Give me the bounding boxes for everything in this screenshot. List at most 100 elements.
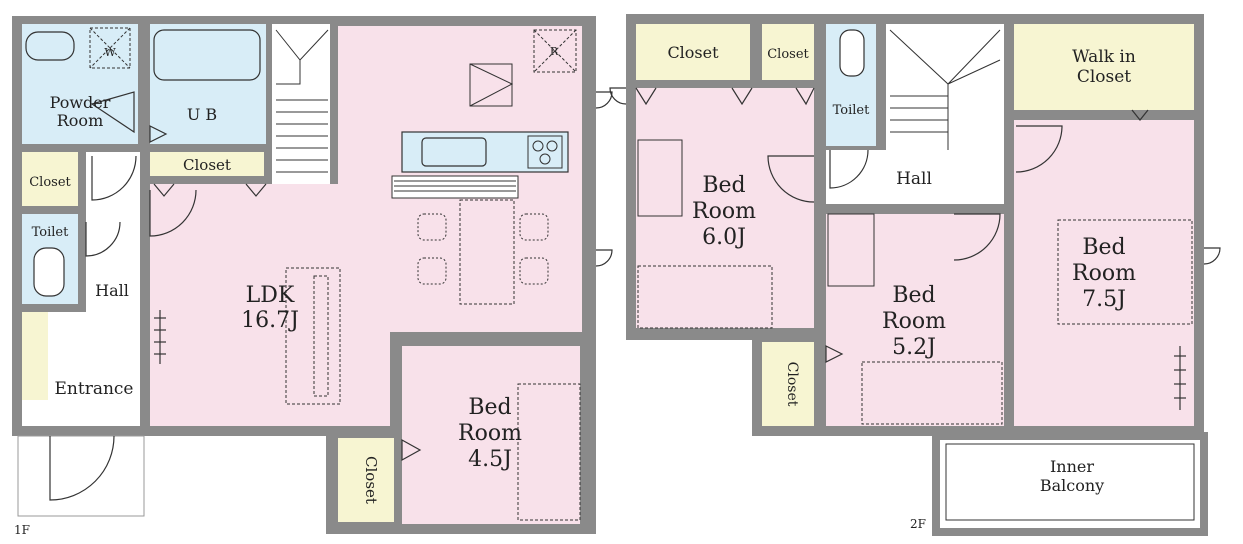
stairs-1f	[275, 29, 329, 173]
label-bedroom-52-3: 5.2J	[892, 335, 936, 360]
ub-door	[90, 91, 135, 134]
door-closet-upper	[153, 183, 267, 197]
dining-chairs	[417, 213, 549, 285]
label-ub: U B	[187, 105, 217, 124]
washbasin	[25, 31, 75, 61]
sink	[421, 137, 487, 167]
door-bedroom	[401, 438, 422, 462]
floor-1f: Powder Room W U B R Closet Closet Toilet…	[12, 16, 613, 537]
ac-unit-75	[1174, 346, 1186, 410]
walkin-area	[1014, 24, 1194, 110]
pantry-shelf	[469, 63, 513, 107]
closet-a-area	[636, 24, 750, 80]
door-bedroom-52	[953, 213, 1001, 261]
label-closet-bottom: Closet	[362, 456, 380, 504]
label-bedroom-75-2: Room	[1072, 261, 1136, 286]
label-balcony: Inner	[1050, 457, 1094, 476]
washer	[89, 27, 131, 69]
label-closet-upper: Closet	[183, 156, 231, 174]
fridge	[533, 29, 577, 73]
dining-table	[459, 199, 515, 305]
bed-75	[1057, 219, 1193, 325]
label-bedroom-60-2: Room	[692, 199, 756, 224]
label-r: R	[550, 45, 559, 58]
counter-bar-stripes	[394, 180, 516, 192]
label-bedroom-45-2: Room	[458, 421, 522, 446]
bedroom-60-area	[636, 88, 814, 328]
bedroom-52-area	[826, 214, 1004, 426]
door-bedroom-60	[767, 155, 815, 203]
window-2f-right	[1203, 247, 1221, 265]
label-walkin-2: Closet	[1077, 67, 1131, 87]
powder-room-area	[22, 24, 138, 144]
label-entrance: Entrance	[55, 379, 134, 399]
label-walkin: Walk in	[1072, 47, 1136, 67]
label-ldk: LDK	[246, 283, 295, 308]
desk-52	[827, 213, 875, 287]
tv-board-inner	[313, 275, 329, 397]
burner-3	[539, 153, 551, 165]
label-bedroom-60: Bed	[702, 173, 745, 198]
door-toilet	[85, 221, 121, 257]
label-1f: 1F	[14, 523, 30, 537]
label-bedroom-45: Bed	[468, 395, 511, 420]
label-balcony-2: Balcony	[1040, 476, 1104, 495]
label-closet-left: Closet	[29, 175, 71, 190]
label-toilet: Toilet	[32, 225, 69, 240]
label-bedroom-60-3: 6.0J	[702, 225, 746, 250]
closet-c-door	[825, 345, 844, 363]
burner-2	[546, 140, 558, 152]
label-powder: Powder	[50, 93, 111, 112]
stairs-1f-area	[272, 24, 330, 184]
closet-a-doors	[635, 87, 815, 106]
pantry-shelf-mark	[469, 63, 514, 107]
window-2f-left	[609, 87, 627, 105]
label-bedroom-75: Bed	[1082, 235, 1125, 260]
ac-unit-ldk	[154, 310, 166, 364]
door-ldk	[149, 189, 197, 237]
door-bedroom-75	[1015, 125, 1063, 173]
door-hall-2f	[829, 149, 869, 189]
counter-bar	[391, 175, 519, 199]
bedroom-45-area	[402, 346, 580, 524]
bathtub	[153, 29, 261, 81]
label-ldk-size: 16.7J	[241, 308, 299, 333]
label-hall: Hall	[95, 281, 129, 300]
ub-door2	[149, 125, 168, 143]
porch	[17, 435, 145, 517]
bed-52	[861, 361, 1003, 425]
toilet-1f-fixture	[33, 247, 65, 297]
walkin-doors	[1131, 109, 1149, 121]
label-bedroom-52-2: Room	[882, 309, 946, 334]
closet-b-area	[762, 24, 814, 80]
floor-2f: Closet Closet Toilet Walk in Closet Bed …	[609, 14, 1221, 536]
closet-c-area	[762, 342, 814, 426]
hall-2f-area	[826, 150, 1004, 204]
shoe-closet	[22, 312, 48, 400]
label-bedroom-52: Bed	[892, 283, 935, 308]
closet-bottom-area	[338, 438, 394, 522]
bed-45	[517, 383, 581, 521]
label-w: W	[104, 46, 116, 59]
window-1f-right2	[595, 249, 613, 267]
label-powder-2: Room	[57, 111, 103, 130]
entrance-door-swing	[49, 435, 115, 501]
label-closet-b: Closet	[767, 47, 809, 62]
label-closet-c: Closet	[784, 362, 800, 407]
label-hall-2f: Hall	[896, 169, 932, 189]
hall-1f-area	[86, 152, 140, 342]
label-bedroom-45-3: 4.5J	[468, 447, 512, 472]
label-closet-a: Closet	[667, 43, 719, 62]
desk-60	[637, 139, 683, 217]
bed-60	[637, 265, 773, 329]
washer-x2	[89, 27, 131, 69]
label-bedroom-75-3: 7.5J	[1082, 287, 1126, 312]
window-1f-right	[595, 91, 613, 109]
closet-upper-area	[150, 152, 264, 176]
label-toilet-2f: Toilet	[833, 103, 870, 118]
bedroom-75-area	[1014, 120, 1194, 426]
label-2f: 2F	[910, 517, 926, 531]
balcony-inner	[945, 443, 1195, 521]
burner-1	[532, 140, 544, 152]
